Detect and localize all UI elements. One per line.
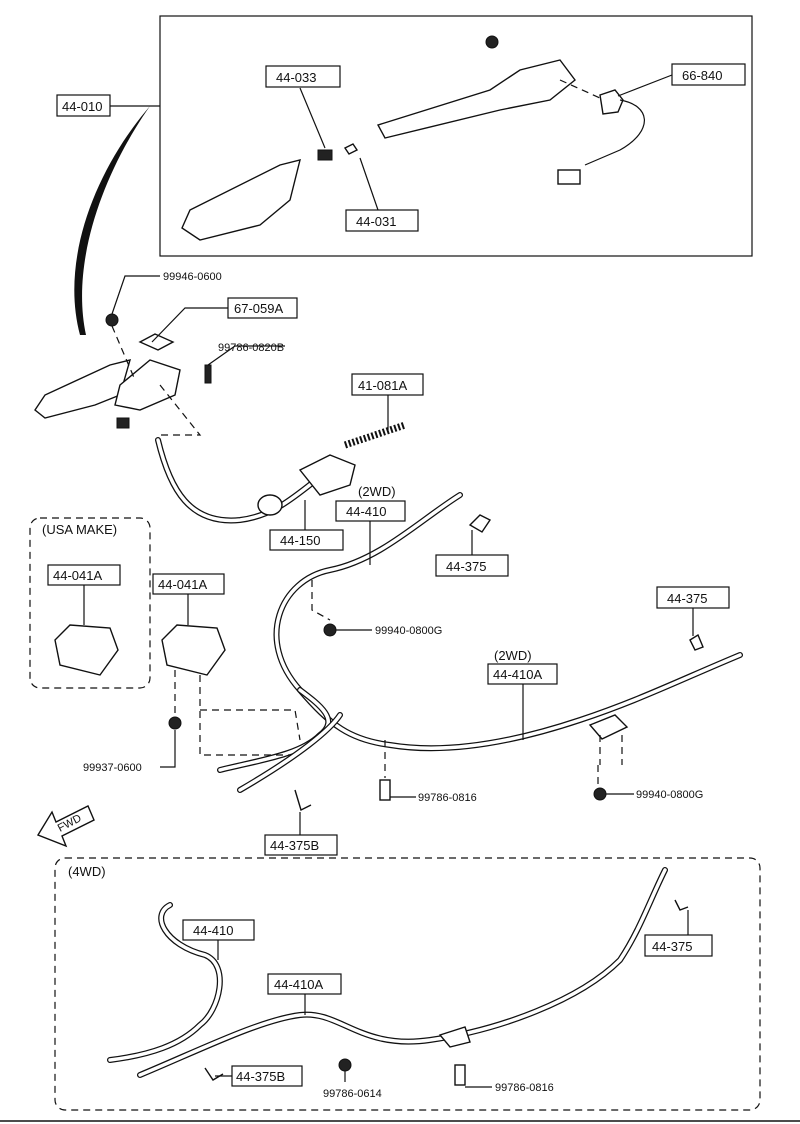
spring: [343, 421, 407, 449]
part-label: 44-041A: [158, 577, 207, 592]
lever-assembly: [34, 313, 212, 429]
2wd-label: (2WD): [494, 648, 532, 663]
part-label: 44-041A: [53, 568, 102, 583]
part-label: 99937-0600: [83, 762, 142, 774]
bracket: [161, 624, 226, 676]
part-label: 44-375: [667, 591, 707, 606]
part-label: 44-033: [276, 70, 316, 85]
part-label: 99940-0800G: [636, 789, 703, 801]
part-label: 67-059A: [234, 301, 283, 316]
4wd-box: [54, 857, 761, 1111]
part-label: 99786-0614: [323, 1088, 382, 1100]
part-labels: 44-010 44-033 66-840 44-031 99946-0600 6…: [47, 63, 746, 1100]
part-label: 44-410A: [274, 977, 323, 992]
part-label: 44-375: [652, 939, 692, 954]
equalizer: [298, 454, 356, 496]
part-label: 41-081A: [358, 378, 407, 393]
part-label: 44-375B: [236, 1069, 285, 1084]
part-label: 99946-0600: [163, 271, 222, 283]
usa-make-box: [29, 517, 151, 689]
bracket-usa: [54, 624, 119, 676]
part-label: 44-150: [280, 533, 320, 548]
part-label: 44-410: [193, 923, 233, 938]
part-label: 99786-0816: [495, 1082, 554, 1094]
part-label: 44-010: [62, 99, 102, 114]
part-label: 99940-0800G: [375, 625, 442, 637]
4wd-label: (4WD): [68, 864, 106, 879]
part-label: 44-031: [356, 214, 396, 229]
grommet: [257, 494, 283, 516]
lever-arc: [74, 106, 150, 335]
fwd-arrow: [36, 805, 95, 848]
part-label: 44-410: [346, 504, 386, 519]
2wd-label: (2WD): [358, 484, 396, 499]
part-label: 99786-0816: [418, 792, 477, 804]
part-label: 44-410A: [493, 667, 542, 682]
usa-make-label: (USA MAKE): [42, 522, 117, 537]
part-label: 44-375B: [270, 838, 319, 853]
lever-grip: [181, 35, 645, 241]
part-label: 99786-0820B: [218, 342, 284, 354]
part-label: 66-840: [682, 68, 722, 83]
lever-detail-box: [159, 15, 753, 257]
part-label: 44-375: [446, 559, 486, 574]
